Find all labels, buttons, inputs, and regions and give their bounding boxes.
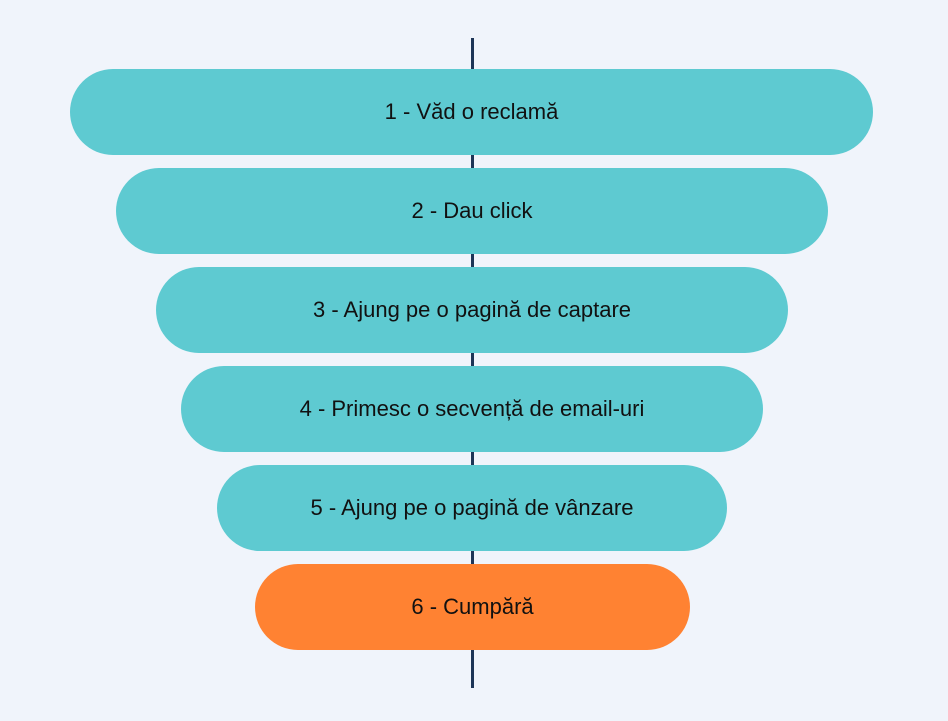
step-label: 6 - Cumpără	[411, 594, 534, 619]
funnel-center-line	[471, 38, 474, 688]
step-label: 4 - Primesc o secvență de email-uri	[299, 396, 645, 421]
funnel-step-1: 1 - Văd o reclamă	[70, 69, 873, 155]
funnel-step-2: 2 - Dau click	[116, 168, 828, 254]
step-label: 3 - Ajung pe o pagină de captare	[312, 297, 632, 322]
step-label: 1 - Văd o reclamă	[384, 99, 559, 124]
step-label: 2 - Dau click	[411, 198, 533, 223]
funnel-step-6-final: 6 - Cumpără	[255, 564, 690, 650]
funnel-step-3: 3 - Ajung pe o pagină de captare	[156, 267, 788, 353]
step-label: 5 - Ajung pe o pagină de vânzare	[310, 495, 634, 520]
funnel-step-5: 5 - Ajung pe o pagină de vânzare	[217, 465, 727, 551]
funnel-step-4: 4 - Primesc o secvență de email-uri	[181, 366, 763, 452]
